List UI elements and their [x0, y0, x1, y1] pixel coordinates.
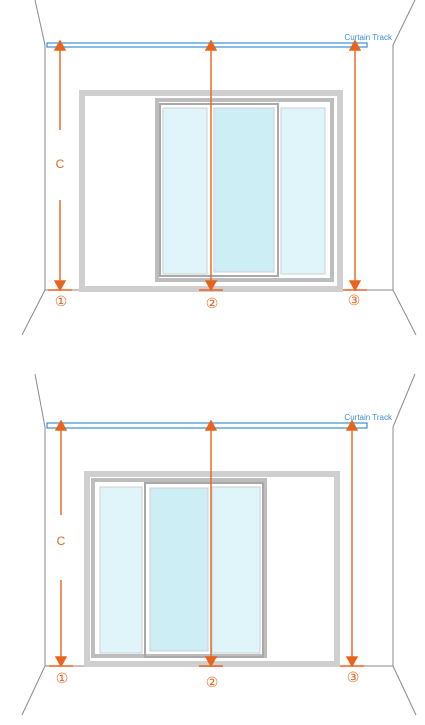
measure-arrow-2-top [204, 419, 218, 431]
glass-pane-2 [149, 487, 209, 652]
sliding-sash [144, 482, 264, 658]
measure-arrow-3-top [348, 39, 362, 51]
measure-arrow-2-top [204, 39, 218, 51]
curtain-track [46, 42, 368, 48]
measure-arrow-1-top [53, 39, 67, 51]
room-diagram-top: Curtain Track C ① ② ③ [21, 0, 417, 336]
glass-pane-3 [280, 107, 326, 275]
measure-lines [48, 39, 367, 292]
point-label-3: ③ [347, 669, 360, 685]
point-label-3: ③ [348, 292, 361, 308]
diagram-top: Curtain Track C ① ② ③ [0, 0, 425, 350]
measure-arrow-1-top [54, 419, 68, 431]
measure-arrow-1-bottom [53, 280, 67, 292]
sliding-sash [159, 103, 279, 277]
glass-pane-1 [99, 486, 143, 654]
room-diagram-bottom: Curtain Track C ① ② ③ [21, 373, 417, 716]
glass-pane-3 [211, 486, 261, 654]
point-label-2: ② [206, 295, 219, 311]
point-label-1: ① [56, 670, 69, 686]
measure-arrow-2-bottom [204, 656, 218, 668]
curtain-track-label: Curtain Track [344, 33, 393, 42]
measure-lines [49, 419, 364, 668]
measure-arrow-3-bottom [348, 280, 362, 292]
curtain-track-label: Curtain Track [344, 413, 393, 422]
measure-arrow-1-bottom [54, 656, 68, 668]
measure-arrow-3-bottom [345, 656, 359, 668]
diagram-bottom: Curtain Track C ① ② ③ [0, 370, 425, 725]
glass-pane-2 [213, 107, 275, 273]
point-label-1: ① [55, 293, 68, 309]
point-label-2: ② [206, 674, 219, 690]
measure-arrow-2-bottom [204, 280, 218, 292]
measure-label-c: C [57, 534, 66, 548]
measure-label-c: C [56, 157, 65, 171]
measure-arrow-3-top [345, 419, 359, 431]
glass-pane-1 [162, 107, 208, 275]
